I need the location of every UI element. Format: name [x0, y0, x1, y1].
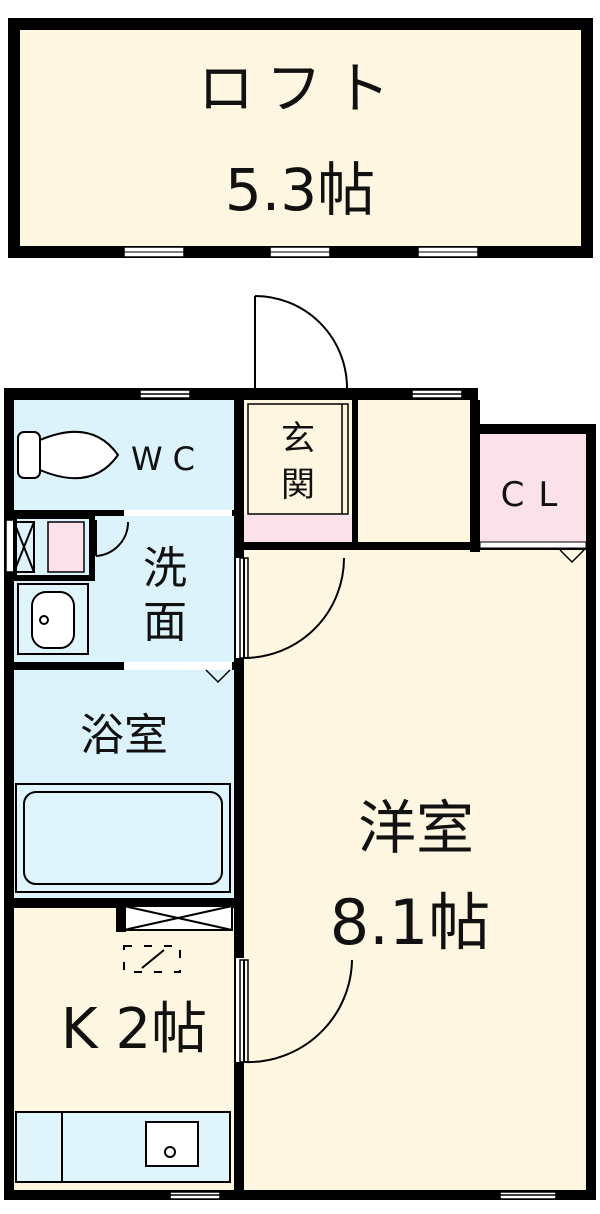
loft-area: 5.3帖	[225, 156, 375, 224]
genkan-step	[243, 515, 355, 543]
loft-window	[269, 246, 331, 258]
washing-machine-space-icon	[13, 521, 35, 573]
genkan-frame	[247, 403, 349, 515]
window-western	[499, 1191, 557, 1200]
western-room	[243, 550, 590, 1193]
door-marker	[205, 549, 585, 684]
wc-label: WC	[131, 440, 205, 478]
door-swing-icon	[239, 959, 353, 1064]
closet-label: CL	[501, 475, 572, 515]
western-room-label: 洋室	[358, 794, 474, 862]
genkan-label-1: 玄	[281, 419, 315, 459]
door-swing-icon	[95, 520, 130, 557]
western-room-area: 8.1帖	[330, 886, 491, 959]
loft-label: ロフト	[198, 57, 402, 122]
closet-room	[478, 430, 590, 545]
windows	[5, 389, 557, 1200]
bath-label: 浴室	[80, 710, 168, 761]
window-wc	[139, 389, 191, 399]
storage-area	[355, 400, 475, 545]
sink-icon	[17, 583, 89, 655]
microwave-space-icon	[123, 945, 181, 973]
window-wash-side	[5, 519, 15, 573]
kitchen-label: K 2帖	[61, 997, 207, 1062]
bathtub-icon	[15, 783, 231, 893]
washroom-label-2: 面	[143, 597, 187, 648]
toilet-icon	[17, 430, 120, 480]
entrance-door-swing-icon	[254, 295, 348, 389]
loft-window	[123, 246, 185, 258]
window-kitchen	[169, 1191, 221, 1200]
kitchen-counter-icon	[15, 1111, 231, 1183]
washroom-label-1: 洗	[143, 543, 187, 594]
window-storage	[411, 389, 463, 399]
genkan-label-2: 関	[281, 465, 315, 505]
loft-floor	[8, 18, 593, 258]
wash-cabinet	[47, 521, 85, 573]
door-swing-icon	[239, 557, 345, 659]
loft-window	[417, 246, 479, 258]
closet-door	[479, 541, 587, 549]
refrigerator-space-icon	[123, 905, 233, 931]
room-fills	[10, 400, 590, 1193]
loft: ロフト 5.3帖	[8, 18, 593, 258]
